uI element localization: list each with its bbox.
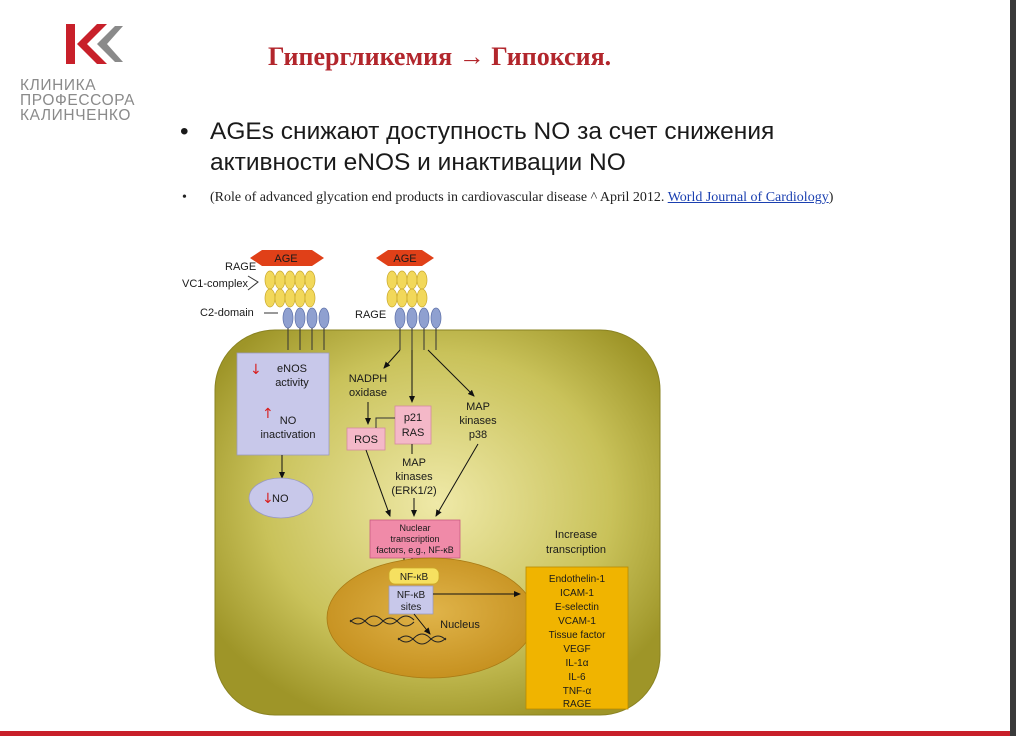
gene-item: Tissue factor [549,630,607,641]
dna-icon [397,635,447,645]
clinic-logo [66,24,123,64]
no-label: NO [272,493,289,505]
nfkb-sites-box [388,585,434,615]
reference-tail: ) [828,190,834,205]
gene-item: RAGE [563,699,592,710]
reference-link[interactable]: World Journal of Cardiology [667,190,829,205]
enos-box [236,352,330,456]
age-label-left: AGE [274,253,297,265]
gene-item: IL-6 [568,672,586,683]
receptor-left: AGE [250,250,330,350]
logo-line: ПРОФЕССОРА [20,92,136,109]
c2-label: C2-domain [200,307,254,319]
nucleus-label: Nucleus [440,619,480,631]
gene-item: Endothelin-1 [549,574,606,585]
slide-title: Гипергликемия → Гипоксия. [268,42,612,71]
rage-label-left: RAGE [225,261,256,273]
genes-box [525,566,629,710]
gene-item: TNF-α [563,686,592,697]
window-edge [1010,0,1016,736]
up-arrow-icon: ↑ [262,406,274,422]
bottom-accent-bar [0,731,1010,736]
nuclear-tf-box [369,519,461,559]
bullet-text: AGEs снижают доступность NO за счет сниж… [210,116,910,178]
ros-label: ROS [354,434,378,446]
receptor-right: AGE [376,250,442,350]
logo-text: КЛИНИКА ПРОФЕССОРА КАЛИНЧЕНКО [20,77,136,124]
nfkb-box [388,567,440,585]
down-arrow-icon: ↓ [262,491,274,507]
dna-icon [349,617,415,627]
gene-item: ICAM-1 [560,588,594,599]
reference-text: (Role of advanced glycation end products… [210,190,833,206]
down-arrow-icon: ↓ [250,362,262,378]
bullet-dot: • [182,190,187,205]
logo-line: КАЛИНЧЕНКО [20,107,131,124]
no-ellipse [248,477,314,519]
nfkb-label: NF-κB [400,572,429,583]
reference-body: (Role of advanced glycation end products… [210,190,668,205]
gene-item: VEGF [563,644,590,655]
rage-label-right: RAGE [355,309,386,321]
gene-item: VCAM-1 [558,616,596,627]
logo-line: КЛИНИКА [20,77,97,94]
genes-list: Endothelin-1 ICAM-1 E-selectin VCAM-1 Ti… [549,574,607,710]
age-label-right: AGE [393,253,416,265]
p21-box [394,405,432,445]
bullet-line-2: активности eNOS и инактивации NO [210,149,626,176]
vc1-label: VC1-complex [182,278,249,290]
bullet-dot: • [180,118,189,145]
bullet-line-1: AGEs снижают доступность NO за счет сниж… [210,118,775,145]
gene-item: E-selectin [555,602,599,613]
gene-item: IL-1α [565,658,588,669]
